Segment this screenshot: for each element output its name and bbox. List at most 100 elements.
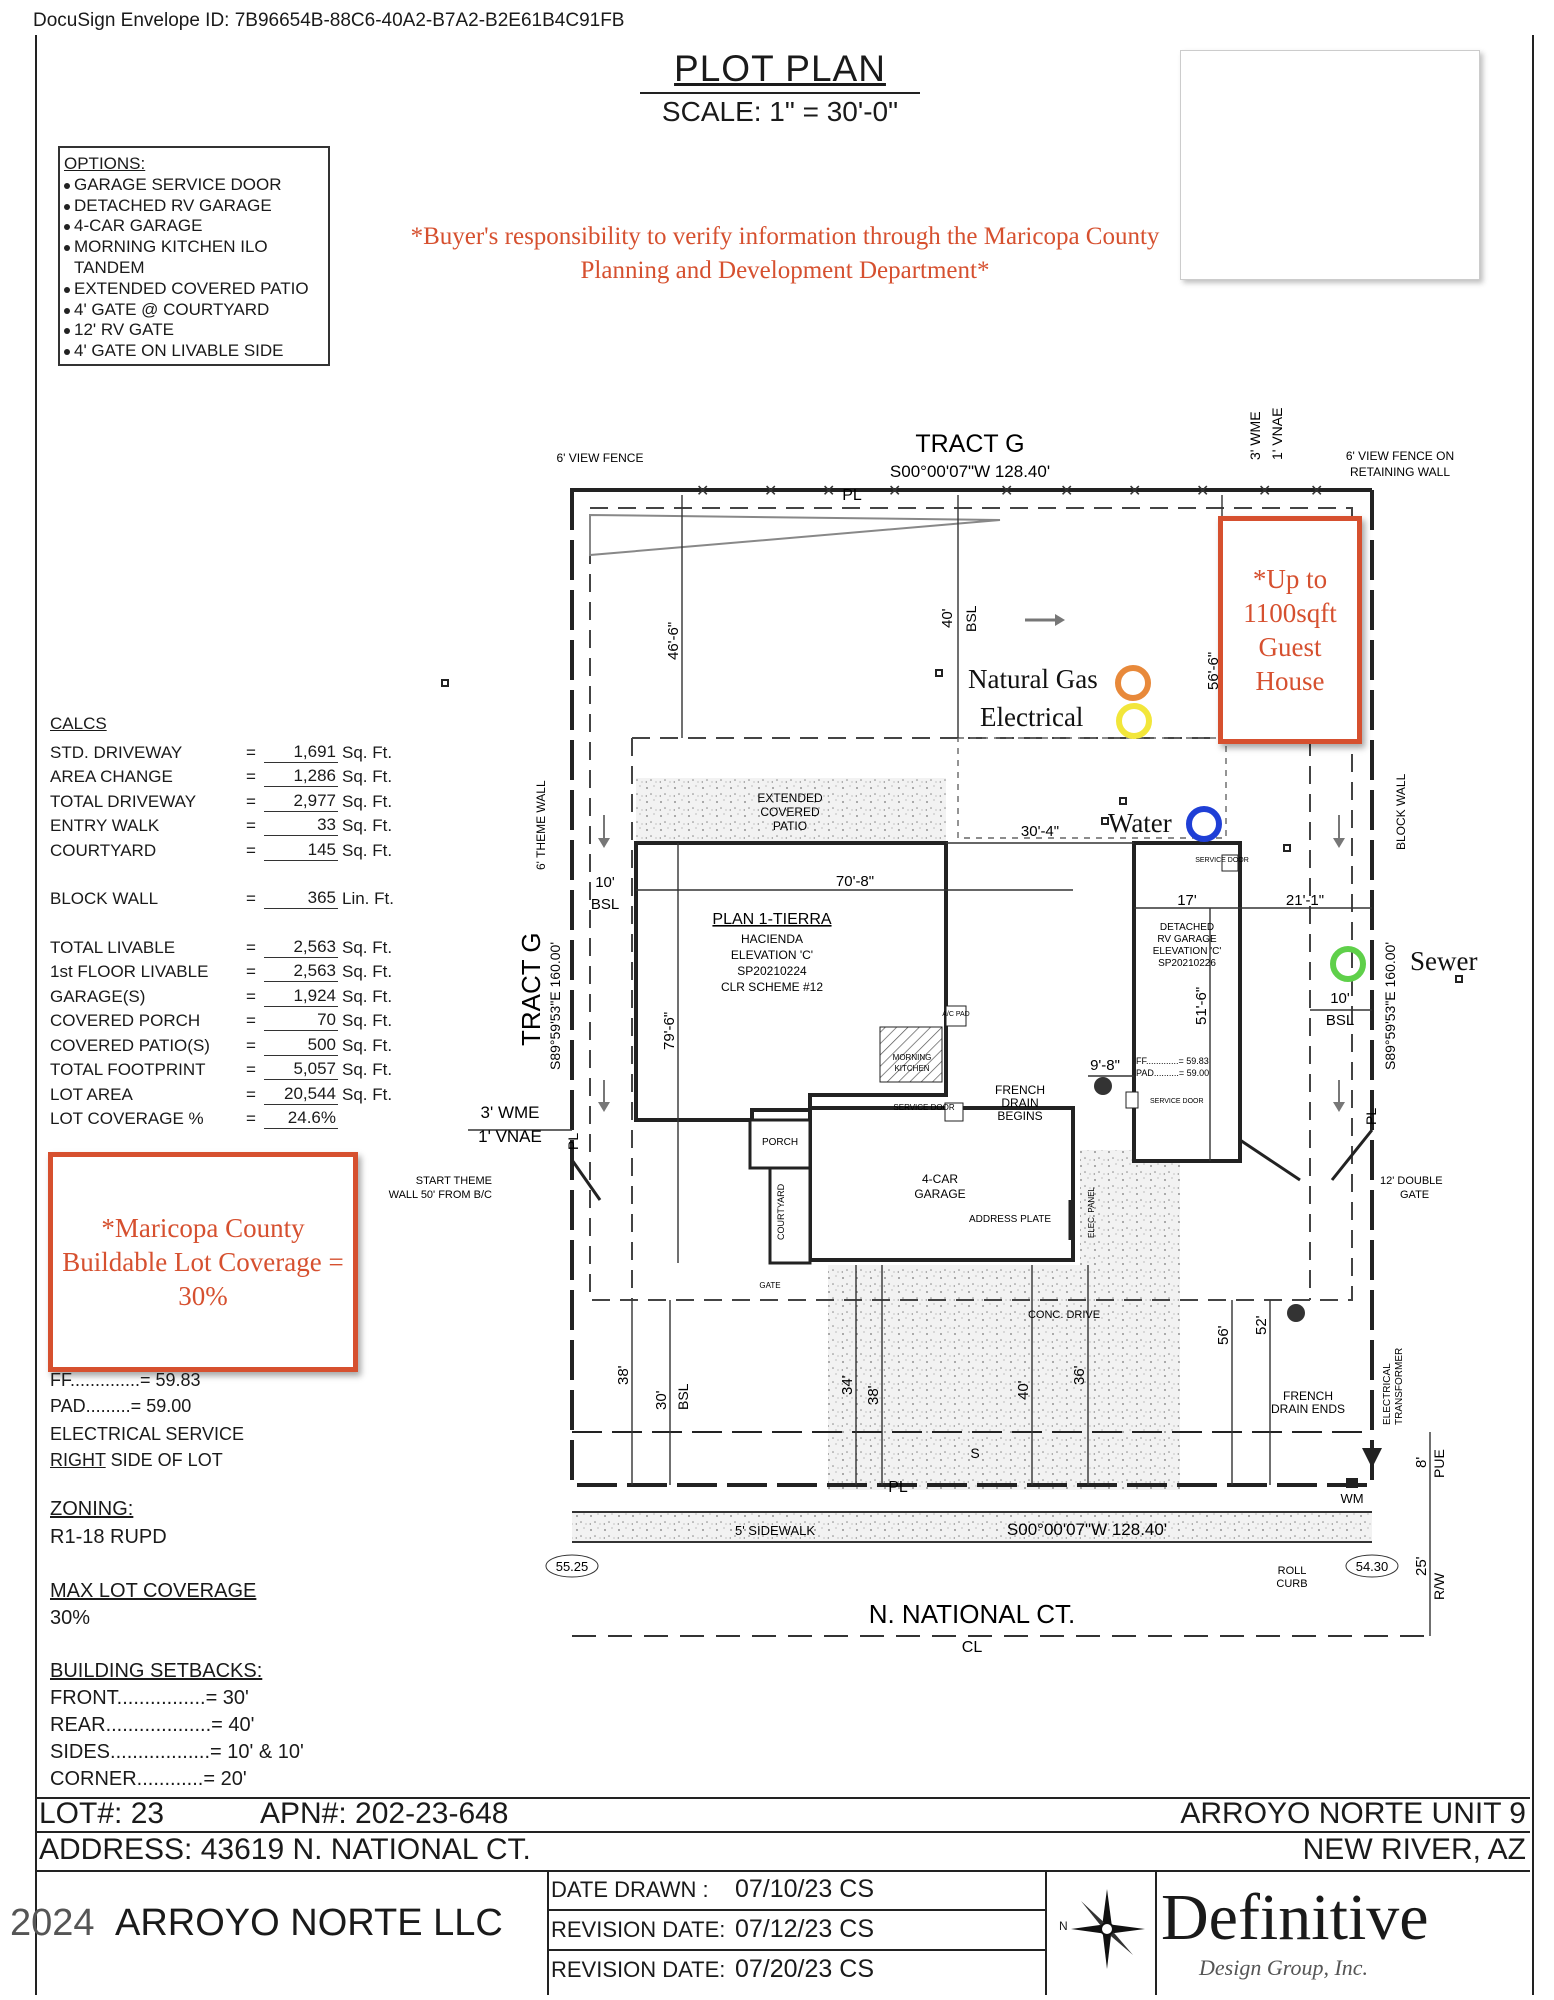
calc-key: TOTAL LIVABLE: [50, 937, 176, 957]
vnae-label: 1' VNAE: [1269, 408, 1285, 460]
rw-label: R/W: [1431, 1572, 1447, 1600]
patio-label-3: PATIO: [773, 819, 807, 833]
calc-key: GARAGE(S): [50, 986, 146, 1006]
theme-wall-label: 6' THEME WALL: [534, 780, 548, 870]
rv-label-2: RV GARAGE: [1157, 934, 1217, 945]
calc-value: 5,057: [264, 1059, 338, 1080]
setback-corner: CORNER............= 20': [50, 1768, 247, 1790]
zoning-value: R1-18 RUPD: [50, 1526, 167, 1548]
view-fence-label: 6' VIEW FENCE: [557, 451, 644, 465]
rv-pad: PAD..........= 59.00: [1136, 1068, 1209, 1078]
bearing-bottom: S00°00'07"W 128.40': [1007, 1520, 1167, 1539]
dim-30-4: 30'-4": [1021, 823, 1059, 840]
porch-label: PORCH: [762, 1137, 798, 1148]
calc-key: LOT COVERAGE %: [50, 1109, 204, 1128]
max-coverage-value: 30%: [50, 1607, 91, 1629]
electrical-service-label: ELECTRICAL SERVICE: [50, 1424, 245, 1444]
vnae-left: 1' VNAE: [478, 1127, 542, 1146]
coverage-note: *Maricopa County Buildable Lot Coverage …: [48, 1152, 358, 1372]
max-coverage-heading: MAX LOT COVERAGE: [50, 1580, 257, 1602]
calc-value: 1,691: [264, 742, 338, 763]
buyer-note: *Buyer's responsibility to verify inform…: [410, 223, 1160, 284]
revision-1-label: REVISION DATE:: [551, 1917, 726, 1942]
date-drawn-value: 07/10/23 CS: [735, 1875, 874, 1903]
revision-2-value: 07/20/23 CS: [735, 1955, 874, 1983]
apn-number: APN#: 202-23-648: [260, 1797, 509, 1830]
calc-key: ENTRY WALK: [50, 816, 160, 835]
dim-56: 56': [1215, 1325, 1232, 1345]
bsl-left: BSL: [591, 896, 619, 913]
side-of-lot-label: RIGHT SIDE OF LOT: [50, 1450, 223, 1471]
bearing-left: S89°59'53"E 160.00': [547, 942, 563, 1070]
bearing-right: S89°59'53"E 160.00': [1382, 942, 1398, 1070]
calc-unit: Sq. Ft.: [342, 962, 393, 981]
wm-label: WM: [1340, 1491, 1363, 1506]
options-list: GARAGE SERVICE DOOR DETACHED RV GARAGE 4…: [64, 175, 324, 362]
city: NEW RIVER, AZ: [1302, 1833, 1526, 1866]
dim-40: 40': [939, 608, 956, 628]
project-name: ARROYO NORTE UNIT 9: [1180, 1797, 1526, 1830]
calc-value: 20,544: [264, 1084, 338, 1105]
extended-patio-area: [636, 778, 946, 843]
lot-number: LOT#: 23: [39, 1797, 165, 1830]
svg-text:✕: ✕: [1196, 483, 1209, 500]
dim-70-8: 70'-8": [836, 873, 874, 890]
sidewalk-label: 5' SIDEWALK: [735, 1523, 815, 1538]
dim-56-6: 56'-6": [1205, 652, 1222, 690]
calc-key: 1st FLOOR LIVABLE: [50, 962, 209, 981]
french-begins-1: FRENCH: [995, 1083, 1045, 1097]
sidewalk-area: [572, 1512, 1372, 1542]
morning-label-1: MORNING: [893, 1053, 932, 1062]
rv-garage: [1132, 841, 1242, 1163]
centerline-label: CL: [962, 1639, 983, 1656]
calc-value: 2,977: [264, 791, 338, 812]
rv-label-4: SP20210226: [1158, 958, 1216, 969]
pue-label: PUE: [1431, 1449, 1447, 1478]
ac-pad: [945, 1005, 967, 1027]
drawing-sheet: [35, 35, 1534, 1995]
tract-left-label: TRACT G: [516, 932, 546, 1046]
bsl-rear: BSL: [963, 605, 979, 632]
option-item: EXTENDED COVERED PATIO: [64, 279, 324, 300]
svg-text:✕: ✕: [1128, 483, 1141, 500]
sewer-label: Sewer: [1410, 946, 1478, 976]
north-label: N: [1059, 1919, 1068, 1933]
dim-21-1: 21'-1": [1286, 892, 1324, 909]
date-drawn-label: DATE DRAWN :: [551, 1877, 709, 1902]
site-plan-drawing: ✕ ✕ ✕ ✕ ✕ ✕ ✕ ✕ ✕ ✕: [389, 408, 1463, 1656]
dim-52: 52': [1253, 1315, 1270, 1335]
option-item: GARAGE SERVICE DOOR: [64, 175, 324, 196]
calc-value: 2,563: [264, 937, 338, 958]
calc-unit: Sq. Ft.: [342, 1035, 393, 1055]
calc-unit: Sq. Ft.: [342, 986, 393, 1006]
courtyard: [768, 1166, 812, 1265]
option-item: 12' RV GATE: [64, 320, 324, 341]
copyright-year: 2024: [10, 1902, 95, 1944]
option-item: 4' GATE @ COURTYARD: [64, 300, 324, 321]
elev-left: 55.25: [556, 1559, 589, 1574]
street-label: N. NATIONAL CT.: [869, 1599, 1076, 1629]
french-begins-3: BEGINS: [997, 1109, 1042, 1123]
calc-unit: Sq. Ft.: [342, 816, 393, 835]
electrical-marker: [1116, 703, 1152, 739]
calc-unit: Sq. Ft.: [342, 791, 393, 811]
calc-value: 33: [264, 815, 338, 836]
title-block: LOT#: 23 APN#: 202-23-648 ARROYO NORTE U…: [10, 1797, 1530, 1995]
elev-right: 54.30: [1356, 1559, 1389, 1574]
french-begins-2: DRAIN: [1001, 1096, 1038, 1110]
gate-label: GATE: [759, 1281, 780, 1290]
driveway-area: [828, 1150, 1180, 1490]
zoning-heading: ZONING:: [50, 1498, 134, 1520]
calc-unit: Lin. Ft.: [342, 889, 394, 908]
calc-key: COURTYARD: [50, 840, 157, 860]
start-theme-2: WALL 50' FROM B/C: [389, 1189, 492, 1201]
company-logo-sub: Design Group, Inc.: [1199, 1955, 1369, 1980]
calc-unit: Sq. Ft.: [342, 1084, 393, 1104]
svg-text:✕: ✕: [888, 483, 901, 500]
rv-service-door-label: SERVICE DOOR: [1195, 857, 1249, 864]
option-item: MORNING KITCHEN ILO: [64, 237, 324, 258]
